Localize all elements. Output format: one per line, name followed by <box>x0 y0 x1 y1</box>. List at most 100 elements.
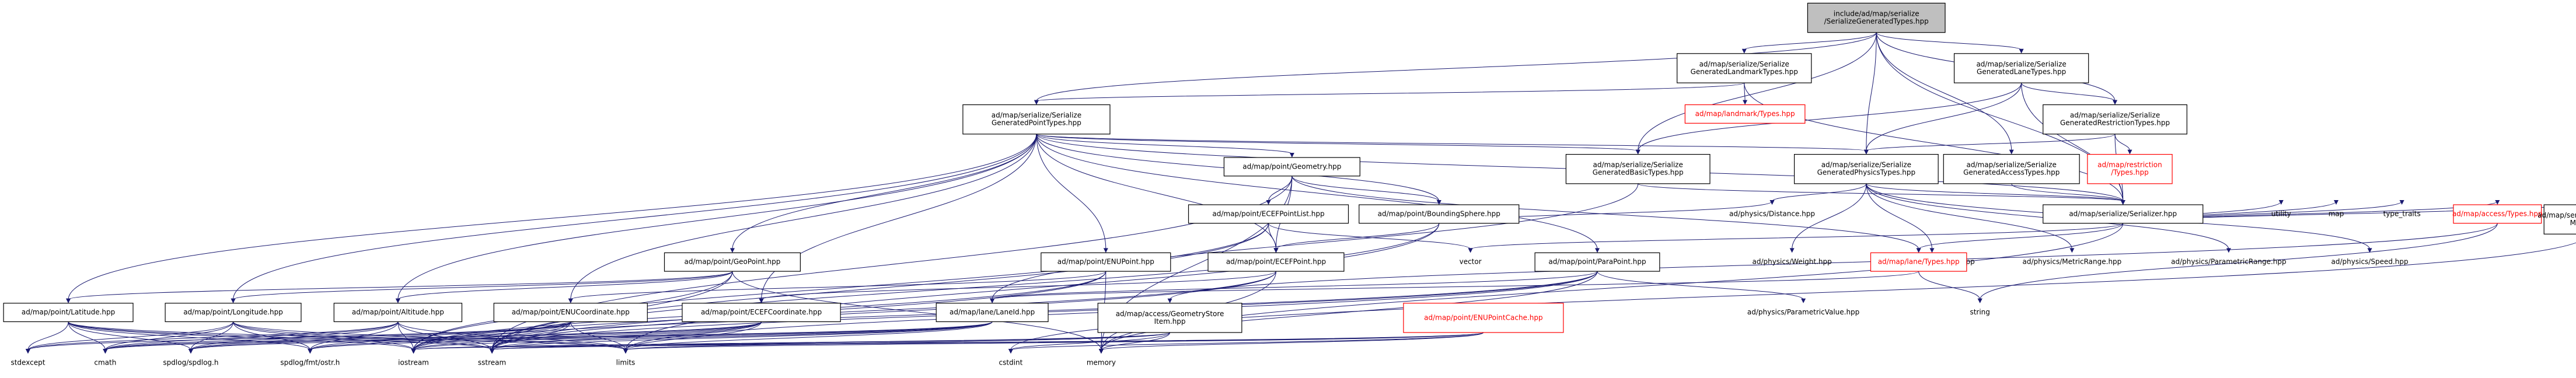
edge-restrtypes-physicstypes <box>1866 134 2116 152</box>
node-basictypes: ad/map/serialize/SerializeGeneratedBasic… <box>1565 154 1711 184</box>
edge-enucoord-spdlog <box>190 321 571 351</box>
node-box <box>3 303 134 323</box>
edge-accesstypes2-string <box>1980 223 2498 300</box>
node-box <box>1207 252 1345 272</box>
node-label: GeneratedAccessTypes.hpp <box>1963 169 2060 177</box>
edge-arrowhead <box>2399 200 2404 205</box>
node-sstream: sstream <box>478 359 506 367</box>
node-label: map <box>2329 209 2344 218</box>
node-label: ad/map/lane/LaneId.hpp <box>950 308 1035 316</box>
edge-arrowhead <box>1977 298 1982 303</box>
edge-ecefcoord-sstream <box>491 321 762 351</box>
node-typetraits: type_traits <box>2383 209 2421 218</box>
edge-arrowhead <box>2226 248 2231 253</box>
edge-arrowhead <box>729 248 735 253</box>
edge-root-basictypes <box>1638 32 1877 151</box>
node-box <box>1943 154 2080 184</box>
node-label: /SerializeGeneratedTypes.hpp <box>1824 18 1929 26</box>
node-label: ad/physics/Speed.hpp <box>2331 258 2409 266</box>
node-label: ad/map/point/ENUPoint.hpp <box>1057 258 1154 266</box>
node-label: utility <box>2271 209 2291 218</box>
node-geopoint: ad/map/point/GeoPoint.hpp <box>664 252 801 272</box>
edge-parapoint-laneid <box>992 271 1598 300</box>
node-box <box>1870 252 1967 272</box>
node-box <box>333 303 463 323</box>
node-label: ad/physics/MetricRange.hpp <box>2022 258 2121 266</box>
edge-lanetypes2-string <box>1918 271 1981 300</box>
edge-enucoord-cmath <box>104 321 571 351</box>
node-label: ad/map/point/ParaPoint.hpp <box>1548 258 1646 266</box>
edge-longitude-spdlogfmt <box>233 321 310 351</box>
edge-serializer-memory <box>1101 223 2124 351</box>
edge-pointtypes-basictypes <box>1036 134 1639 152</box>
node-label: ad/map/point/ECEFCoordinate.hpp <box>701 308 822 316</box>
edge-arrowhead <box>1468 248 1473 253</box>
node-box <box>165 303 302 323</box>
edge-altitude-cmath <box>104 321 399 351</box>
node-paramvalue: ad/physics/ParametricValue.hpp <box>1747 308 1859 316</box>
edge-boundingsphere-ecefpoint <box>1275 223 1440 250</box>
node-label: ad/map/serialize/Serialize <box>2070 111 2160 120</box>
node-label: ad/map/point/BoundingSphere.hpp <box>1378 209 1500 218</box>
node-label: cstdint <box>999 359 1023 367</box>
node-box <box>1041 252 1171 272</box>
edge-geopoint-memory <box>732 271 1102 351</box>
edge-basictypes-serializer <box>1638 183 2124 202</box>
node-label: ad/map/point/ENUPointCache.hpp <box>1424 313 1542 321</box>
edge-root-pointtypes <box>1036 32 1877 102</box>
node-serializablemagic: ad/map/serialize/SerializableMagic.hpp <box>2537 204 2576 235</box>
node-box <box>1359 204 1520 224</box>
edge-accesstypes-serializer <box>2011 183 2124 202</box>
node-label: ad/physics/ParametricRange.hpp <box>2171 258 2286 266</box>
edge-ecefpoint-iostream <box>413 271 1276 351</box>
node-label: ad/map/restriction <box>2097 161 2162 169</box>
edge-arrowhead <box>188 349 193 354</box>
node-longitude: ad/map/point/Longitude.hpp <box>165 303 302 323</box>
node-physicstypes: ad/map/serialize/SerializeGeneratedPhysi… <box>1793 154 1939 184</box>
edge-arrowhead <box>411 349 416 354</box>
edge-arrowhead <box>2367 248 2372 253</box>
edge-lanetypes-basictypes <box>1638 83 2022 151</box>
edge-arrowhead <box>2120 200 2125 205</box>
node-label: Item.hpp <box>1154 317 1186 326</box>
edge-ecefpointlist-vector <box>1268 223 1471 250</box>
edge-pointtypes-physicstypes <box>1036 134 1867 152</box>
node-box <box>2043 204 2204 224</box>
node-box <box>1677 53 1812 83</box>
edge-root-accesstypes <box>1876 32 2012 151</box>
edge-ecefcoord-cmath <box>104 321 762 351</box>
node-box <box>1097 303 1242 333</box>
node-label: ad/map/serialize/Serializable <box>2537 211 2576 219</box>
node-label: ad/map/point/Longitude.hpp <box>183 308 283 316</box>
edge-arrowhead <box>1769 200 1775 205</box>
node-parapoint: ad/map/point/ParaPoint.hpp <box>1534 252 1660 272</box>
node-label: ad/map/serialize/Serialize <box>992 111 1081 120</box>
node-box <box>1793 154 1939 184</box>
node-altitude: ad/map/point/Altitude.hpp <box>333 303 463 323</box>
node-label: ad/map/serialize/Serialize <box>1699 60 1789 68</box>
edge-lanetypes-restrtypes <box>2021 82 2116 102</box>
edge-arrowhead <box>1743 100 1748 105</box>
node-label: ad/map/access/GeometryStore <box>1116 310 1224 318</box>
node-paramrange: ad/physics/ParametricRange.hpp <box>2171 258 2286 266</box>
edge-pointtypes-geometry <box>1036 134 1293 155</box>
edge-pointtypes-parapoint <box>1036 134 1598 250</box>
node-accesstypes2: ad/map/access/Types.hpp <box>2452 204 2543 224</box>
edge-ecefcoord-spdlog <box>190 321 762 351</box>
node-label: GeneratedLaneTypes.hpp <box>1977 68 2066 76</box>
node-label: stdexcept <box>11 359 45 367</box>
edge-pointtypes-enucoord <box>570 134 1037 300</box>
edge-arrowhead <box>1863 149 1869 155</box>
edge-laneid-iostream <box>413 321 993 351</box>
node-lanetypes2: ad/map/lane/Types.hpp <box>1870 252 1967 272</box>
edge-geometry-ecefpointlist <box>1268 176 1293 202</box>
edge-longitude-iostream <box>233 321 414 351</box>
edge-altitude-spdlogfmt <box>309 321 399 351</box>
edge-parapoint-paramvalue <box>1597 271 1804 300</box>
node-label: vector <box>1460 258 1482 266</box>
node-cstdint: cstdint <box>999 359 1023 367</box>
edge-pointtypes-ecefpoint <box>1036 134 1276 250</box>
edge-arrowhead <box>1167 298 1172 303</box>
edge-enupoint-enucoord <box>570 271 1107 300</box>
edge-arrowhead <box>2019 48 2024 54</box>
